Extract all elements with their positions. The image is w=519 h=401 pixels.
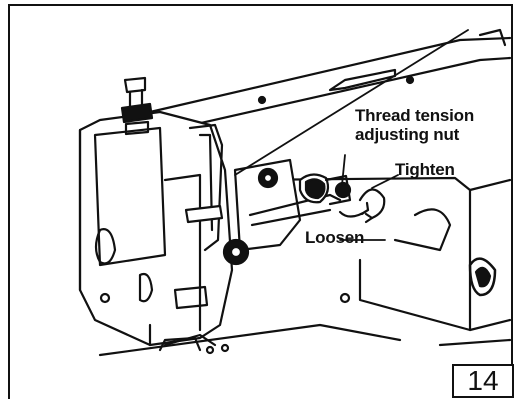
thread-tension-label-line1: Thread tension: [355, 106, 475, 125]
thread-tension-label-line2: adjusting nut: [355, 125, 460, 144]
machine-body: [238, 176, 512, 332]
thread-tension-nut-label: Thread tension adjusting nut: [355, 106, 474, 144]
frame-right-border: [511, 4, 513, 364]
frame-top-border: [8, 4, 513, 6]
loosen-label: Loosen: [305, 228, 365, 247]
tighten-label: Tighten: [395, 160, 455, 179]
thread-take-up: [184, 123, 224, 252]
machine-arm: [148, 28, 512, 132]
leader-lines: [234, 29, 469, 241]
rotation-arrows: [338, 188, 386, 224]
figure-number-box: 14: [452, 364, 514, 398]
tension-assembly: [222, 158, 352, 266]
top-adjusting-screw: [120, 76, 154, 136]
frame-left-border: [8, 4, 10, 399]
machine-bed: [98, 323, 512, 357]
